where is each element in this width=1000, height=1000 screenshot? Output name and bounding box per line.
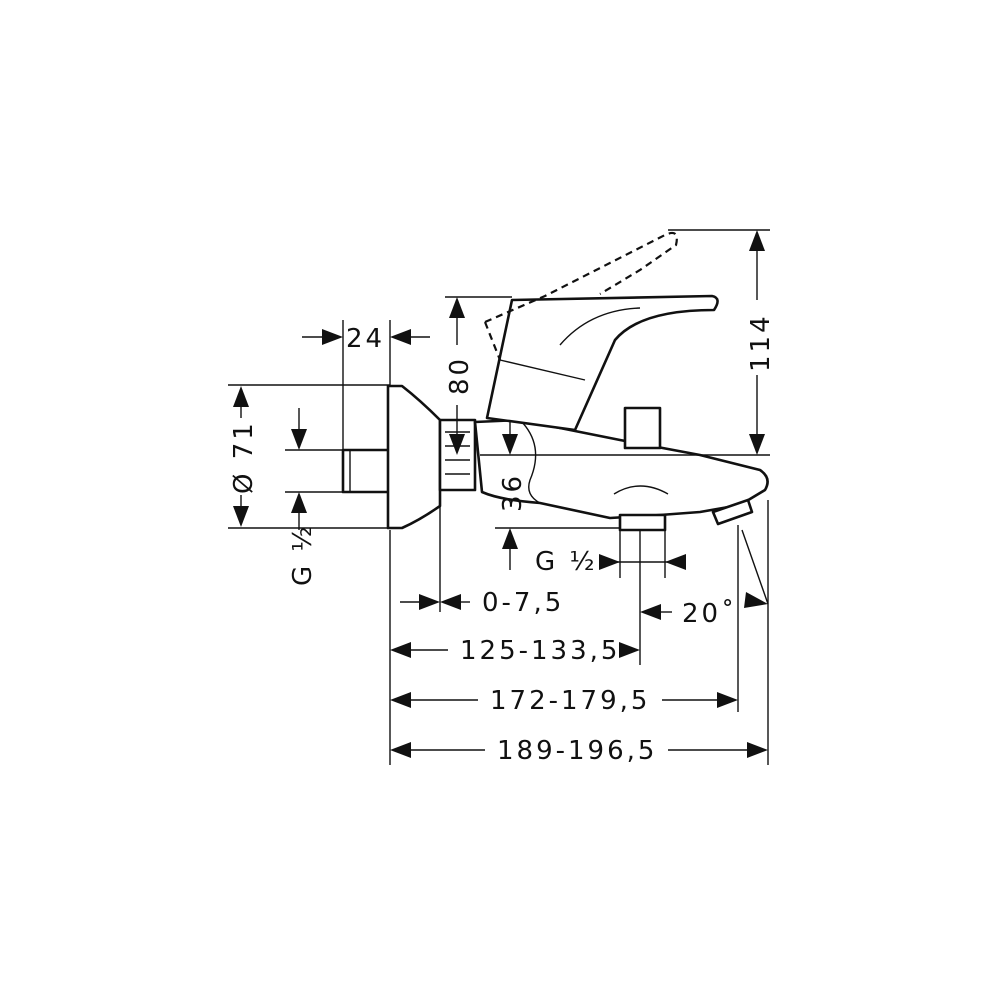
dimension-lines bbox=[233, 230, 768, 758]
dim-diameter-71: Ø 71 bbox=[229, 420, 259, 494]
dim-189: 189-196,5 bbox=[497, 736, 657, 766]
dim-125: 125-133,5 bbox=[460, 636, 620, 666]
outlet-nut bbox=[618, 513, 667, 532]
lever-handle bbox=[485, 294, 719, 432]
angle-label: 20˚ bbox=[682, 599, 737, 629]
dimension-labels: 24 80 114 Ø 71 36 G ½ G ½ 0-7,5 20˚ 125-… bbox=[229, 313, 776, 766]
diverter-knob bbox=[623, 406, 662, 450]
thread-outlet-label: G ½ bbox=[535, 547, 598, 577]
escutcheon bbox=[386, 384, 442, 530]
dim-114: 114 bbox=[746, 313, 776, 372]
dim-offset: 0-7,5 bbox=[482, 588, 564, 618]
aerator bbox=[711, 498, 754, 526]
dim-36: 36 bbox=[498, 473, 528, 512]
dim-172: 172-179,5 bbox=[490, 686, 650, 716]
faucet-outline bbox=[341, 231, 769, 532]
wall-connector bbox=[341, 448, 392, 494]
extension-lines bbox=[228, 229, 770, 765]
thread-wall-label: G ½ bbox=[288, 523, 318, 586]
dim-24: 24 bbox=[346, 324, 385, 354]
dim-80: 80 bbox=[445, 356, 475, 395]
lever-raised bbox=[483, 231, 678, 361]
